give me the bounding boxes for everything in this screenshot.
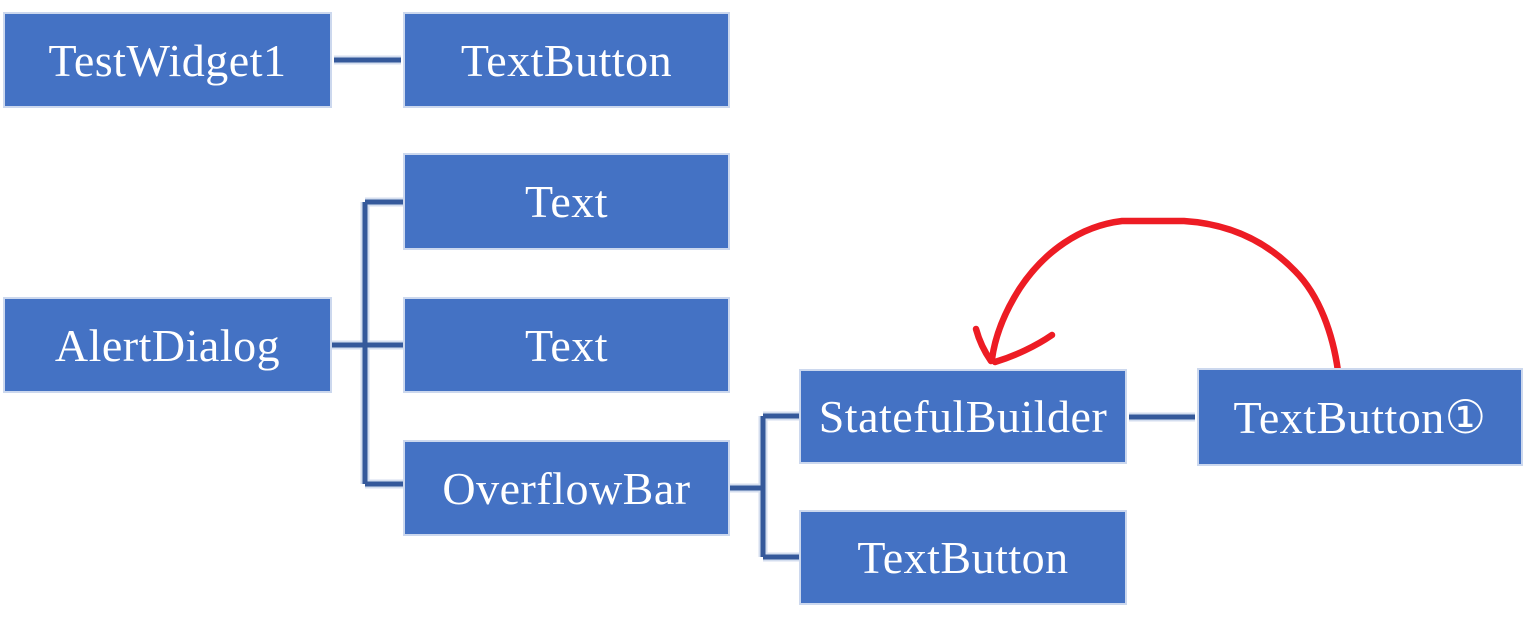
node-statefulbuilder: StatefulBuilder	[799, 369, 1127, 464]
red-arrow-head-right-barb	[991, 331, 1056, 366]
node-textbutton-top: TextButton	[403, 12, 730, 108]
red-arrow-curve	[988, 217, 1342, 375]
node-text-2: Text	[403, 297, 730, 393]
node-alertdialog: AlertDialog	[3, 297, 332, 393]
node-testwidget1: TestWidget1	[3, 12, 332, 108]
red-arrow-head-left-barb	[972, 325, 995, 365]
node-textbutton-bottom: TextButton	[799, 510, 1127, 605]
node-textbutton-circled-1: TextButton①	[1197, 368, 1523, 466]
node-overflowbar: OverflowBar	[403, 440, 730, 536]
node-text-1: Text	[403, 153, 730, 250]
